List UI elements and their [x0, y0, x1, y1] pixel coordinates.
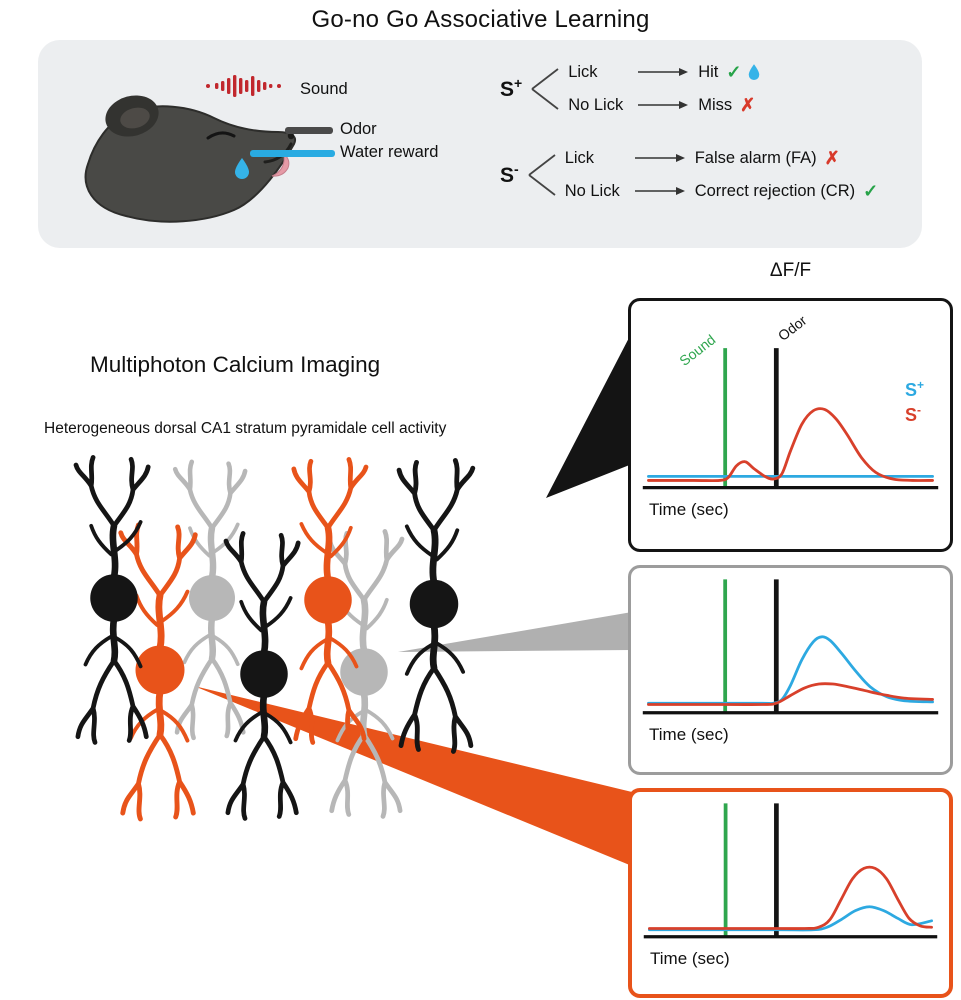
pyramidal-neuron — [175, 462, 245, 738]
arrow-icon — [638, 68, 689, 76]
imaging-heading: Multiphoton Calcium Imaging — [90, 352, 381, 377]
branch-lines-icon — [531, 67, 559, 110]
x-axis-label: Time (sec) — [650, 949, 730, 968]
action-label: Lick — [564, 148, 595, 167]
result-label: Hit — [698, 62, 719, 81]
legend-s-minus: S- — [904, 403, 921, 426]
calcium-trace-chart — [642, 579, 939, 715]
legend-s-plus: S+ — [904, 378, 924, 400]
sound-label: Sound — [300, 80, 348, 98]
action-label: No Lick — [568, 95, 624, 114]
cross-icon: ✗ — [824, 147, 840, 168]
action-label: No Lick — [564, 181, 620, 200]
calcium-trace-chart: Sound Odor — [642, 312, 939, 490]
arrow-icon — [634, 187, 685, 195]
result-label: Miss — [698, 95, 733, 114]
s-minus-label: S- — [500, 161, 519, 187]
s-plus-branch: S+ Lick Hit ✓ No Lick Miss ✗ — [500, 60, 760, 117]
odor-label: Odor — [340, 120, 377, 138]
calcium-trace-chart — [643, 803, 938, 939]
arrow-icon — [634, 154, 685, 162]
odor-bar — [285, 127, 333, 134]
s-plus-label: S+ — [500, 75, 523, 101]
water-droplet-icon — [749, 63, 760, 80]
check-icon: ✓ — [726, 61, 742, 82]
s-minus-branch: S- Lick False alarm (FA) ✗ No Lick Corre… — [500, 146, 878, 203]
water-reward-label: Water reward — [340, 143, 439, 161]
branch-lines-icon — [528, 153, 556, 196]
trace-panel-s-plus-cell: Time (sec) — [628, 565, 953, 775]
connector-gray — [398, 612, 632, 652]
mouse-tongue — [271, 152, 290, 177]
imaging-subheading: Heterogeneous dorsal CA1 stratum pyramid… — [44, 420, 447, 437]
svg-text:Odor: Odor — [775, 312, 810, 344]
mouse-eye — [206, 131, 236, 140]
water-droplet-icon — [235, 158, 249, 179]
arrow-icon — [638, 101, 689, 109]
x-axis-label: Time (sec) — [649, 725, 729, 744]
pyramidal-neuron — [76, 457, 148, 742]
pyramidal-neuron — [294, 459, 366, 744]
action-label: Lick — [568, 62, 598, 81]
water-reward-bar — [250, 150, 335, 157]
legend: S+ S- — [905, 377, 924, 428]
trace-panel-s-minus-cell: Sound Odor Time (sec) S+ S- — [628, 298, 953, 552]
connector-orange — [194, 686, 632, 866]
check-icon: ✓ — [863, 180, 879, 201]
result-label: Correct rejection (CR) — [694, 181, 856, 200]
x-axis-label: Time (sec) — [649, 500, 729, 519]
outcome-row-miss: No Lick Miss ✗ — [568, 93, 760, 117]
connector-black — [546, 332, 632, 498]
outcome-row-hit: Lick Hit ✓ — [568, 60, 760, 84]
pyramidal-neuron — [121, 525, 195, 819]
outcome-row-correct-rejection: No Lick Correct rejection (CR) ✓ — [565, 179, 879, 203]
mouse-illustration — [84, 95, 296, 223]
mouse-inner-ear — [120, 107, 150, 129]
figure-title: Go-no Go Associative Learning — [311, 6, 650, 33]
outcome-row-false-alarm: Lick False alarm (FA) ✗ — [565, 146, 879, 170]
result-label: False alarm (FA) — [694, 148, 817, 167]
neuron-cluster — [12, 452, 572, 856]
svg-text:Sound: Sound — [676, 331, 718, 369]
pyramidal-neuron — [330, 531, 402, 816]
pyramidal-neuron — [226, 533, 298, 818]
cross-icon: ✗ — [740, 94, 756, 115]
pyramidal-neuron — [399, 460, 473, 751]
dff-axis-label: ΔF/F — [769, 260, 812, 281]
sound-waveform-icon — [206, 75, 281, 97]
mouse-nose — [287, 132, 295, 140]
trace-panel-late-cell: Time (sec) — [628, 788, 953, 998]
